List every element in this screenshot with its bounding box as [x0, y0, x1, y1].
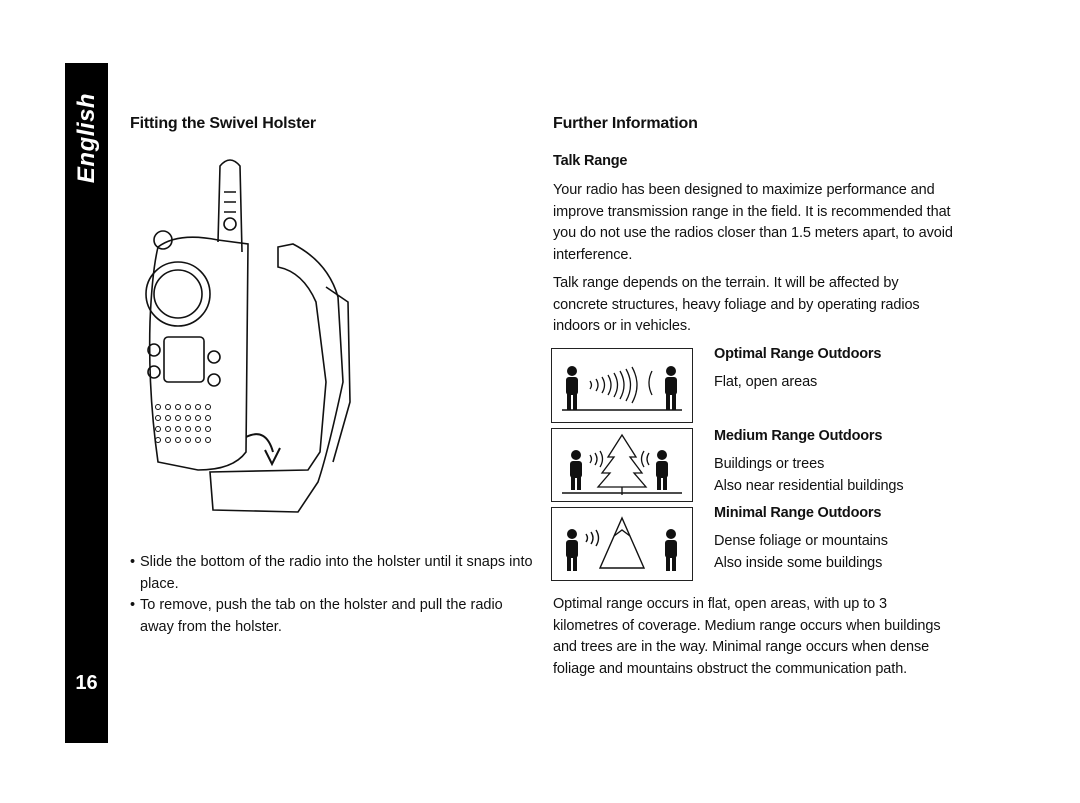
range-desc-minimal-1: Dense foliage or mountains: [714, 533, 888, 549]
side-tab: [65, 63, 108, 743]
subtitle-talk-range: Talk Range: [553, 153, 628, 169]
range-desc-medium-2: Also near residential buildings: [714, 478, 904, 494]
optimal-range-illustration: [551, 348, 693, 423]
radio-holster-illustration: [145, 159, 351, 513]
medium-range-illustration: [551, 428, 693, 502]
bullet-remove: To remove, push the tab on the holster a…: [130, 595, 540, 638]
paragraph-range-summary: Optimal range occurs in flat, open areas…: [553, 596, 941, 677]
range-title-optimal: Optimal Range Outdoors: [714, 346, 882, 362]
language-label: English: [72, 92, 100, 184]
range-desc-optimal: Flat, open areas: [714, 374, 818, 390]
page-number: 16: [75, 672, 98, 694]
section-title-further-info: Further Information: [553, 115, 698, 132]
section-title-holster: Fitting the Swivel Holster: [130, 115, 316, 132]
bullet-slide: Slide the bottom of the radio into the h…: [130, 552, 540, 595]
minimal-range-illustration: [551, 507, 693, 581]
range-title-minimal: Minimal Range Outdoors: [714, 505, 882, 521]
paragraph-design: Your radio has been designed to maximize…: [553, 182, 953, 263]
range-title-medium: Medium Range Outdoors: [714, 428, 883, 444]
range-desc-medium-1: Buildings or trees: [714, 456, 825, 472]
paragraph-terrain: Talk range depends on the terrain. It wi…: [553, 275, 920, 334]
range-desc-minimal-2: Also inside some buildings: [714, 555, 883, 571]
